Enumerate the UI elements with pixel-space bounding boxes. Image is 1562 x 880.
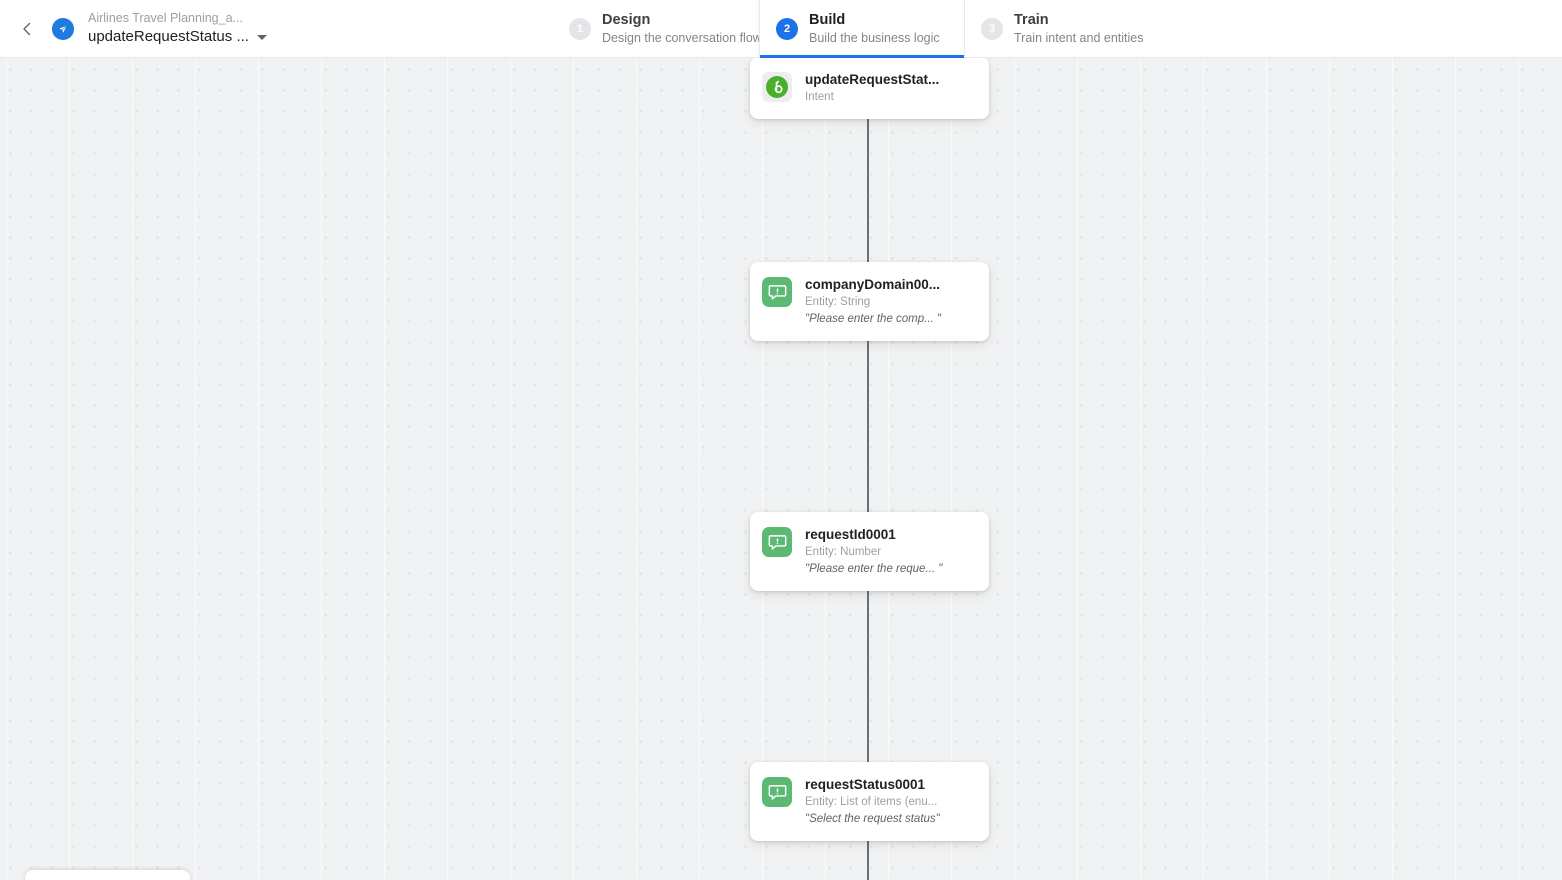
tab-build-subtitle: Build the business logic <box>809 30 940 45</box>
node-title: updateRequestStat... <box>805 72 940 87</box>
intent-bot-icon <box>762 72 792 102</box>
node-subtitle: Entity: String <box>805 296 871 308</box>
flow-node-intent[interactable]: updateRequestStat... Intent <box>750 58 989 119</box>
project-name: Airlines Travel Planning_a... <box>88 11 243 25</box>
node-subtitle: Entity: Number <box>805 546 882 558</box>
flow-canvas[interactable]: updateRequestStat... Intent companyDomai… <box>0 58 1562 880</box>
tab-train-badge: 3 <box>981 17 1003 40</box>
entity-prompt-icon <box>762 527 792 557</box>
entity-prompt-icon <box>762 277 792 307</box>
stage-tabs: 1 Design Design the conversation flow 2 … <box>553 0 1171 58</box>
canvas-bottom-panel[interactable] <box>25 870 190 880</box>
node-title: requestStatus0001 <box>805 777 926 792</box>
flow-node-entity-company-domain[interactable]: companyDomain00... Entity: String "Pleas… <box>750 262 989 341</box>
node-prompt: "Select the request status" <box>805 813 940 825</box>
app-header: Airlines Travel Planning_a... updateRequ… <box>0 0 1562 58</box>
flow-node-entity-request-id[interactable]: requestId0001 Entity: Number "Please ent… <box>750 512 989 591</box>
flow-selector[interactable]: updateRequestStatus ... <box>88 27 267 47</box>
connector-4 <box>867 826 869 880</box>
node-prompt: "Please enter the comp... " <box>805 313 942 325</box>
chevron-left-icon <box>21 21 33 37</box>
tab-design-badge: 1 <box>569 17 591 40</box>
caret-down-icon[interactable] <box>256 34 267 40</box>
tab-design-title: Design <box>602 11 651 28</box>
tab-train-title: Train <box>1014 11 1049 28</box>
header-left-group: Airlines Travel Planning_a... updateRequ… <box>0 0 553 57</box>
connector-1 <box>867 118 869 311</box>
tab-train-subtitle: Train intent and entities <box>1014 30 1144 45</box>
tab-train[interactable]: 3 Train Train intent and entities <box>965 0 1171 57</box>
tab-build-title: Build <box>809 11 846 28</box>
node-subtitle: Entity: List of items (enu... <box>805 796 938 808</box>
node-prompt: "Please enter the reque... " <box>805 563 943 575</box>
tab-build[interactable]: 2 Build Build the business logic <box>759 0 965 58</box>
node-title: companyDomain00... <box>805 277 941 292</box>
node-subtitle: Intent <box>805 91 834 103</box>
flow-name: updateRequestStatus ... <box>88 28 249 45</box>
connector-2 <box>867 326 869 519</box>
back-button[interactable] <box>14 16 40 42</box>
tab-design[interactable]: 1 Design Design the conversation flow <box>553 0 762 57</box>
node-title: requestId0001 <box>805 527 896 542</box>
connector-3 <box>867 576 869 769</box>
tab-build-badge: 2 <box>776 17 798 40</box>
tab-design-subtitle: Design the conversation flow <box>602 30 762 45</box>
entity-prompt-icon <box>762 777 792 807</box>
brand-logo-icon <box>52 17 74 40</box>
flow-node-entity-request-status[interactable]: requestStatus0001 Entity: List of items … <box>750 762 989 841</box>
header-titles: Airlines Travel Planning_a... updateRequ… <box>88 10 267 47</box>
